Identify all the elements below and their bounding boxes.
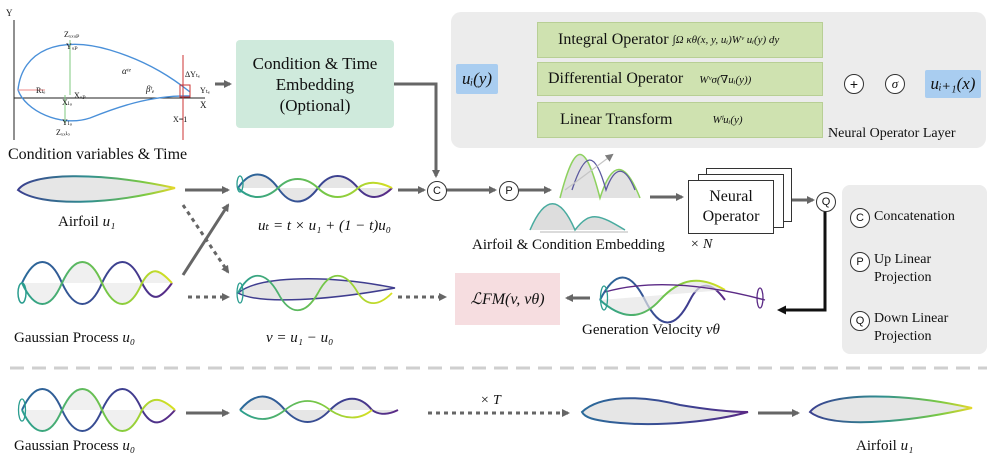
airfoil-u1-shape [16, 175, 176, 203]
up-projection-node-p: P [499, 181, 519, 201]
differential-operator-label: Differential Operator [548, 70, 684, 87]
embedding-line-2: Embedding [275, 74, 355, 94]
neural-operator-block: Neural Operator [688, 180, 774, 234]
sampling-airfoil-label: Airfoil u₁ [856, 438, 913, 455]
gaussian-process-u0-label: Gaussian Process u₀ [14, 330, 135, 347]
ut-interpolation-equation: uₜ = t × u₁ + (1 − t)u₀ [258, 218, 391, 234]
beta-te-label: βᵗₑ [146, 84, 155, 94]
linear-transform-formula: Wˡuᵢ(y) [712, 114, 743, 126]
y-up-label: Yᵤₚ [66, 42, 78, 51]
ut-interpolated-shape [236, 173, 393, 203]
condition-airfoil-sketch [13, 20, 205, 140]
operator-input-box: uᵢ(y) [456, 64, 498, 94]
gp-label-symbol: u₀ [122, 330, 136, 346]
x-up-label: Xᵤₚ [74, 91, 86, 100]
sampling-airfoil-text: Airfoil [856, 438, 897, 454]
gp-label-text: Gaussian Process [14, 330, 119, 346]
differential-operator-formula: Wᵛσ(∇uᵢ(y)) [699, 73, 752, 86]
sampling-gp-shape [17, 388, 176, 432]
neural-operator-layer-caption: Neural Operator Layer [828, 126, 956, 141]
sampling-airfoil-shape [808, 395, 973, 424]
neural-operator-line-1: Neural [709, 188, 753, 205]
r-le-label: Rₗₑ [36, 86, 46, 95]
embedding-caption: Airfoil & Condition Embedding [472, 237, 665, 253]
embedding-line-1: Condition & Time [252, 53, 378, 73]
x-axis-label: X [200, 100, 207, 110]
airfoil-label-symbol: u₁ [102, 214, 116, 230]
integral-operator-box: Integral Operator ∫Ω κθ(x, y, uᵢ)Wᵛ uᵢ(y… [537, 22, 823, 58]
legend-down-linear-2: Projection [874, 329, 932, 344]
x-lo-label: Xₗₒ [62, 98, 73, 107]
legend-q-icon: Q [850, 311, 870, 331]
legend-c-icon: C [850, 208, 870, 228]
gen-velocity-symbol: vθ [705, 322, 720, 338]
embedding-curves [529, 153, 641, 233]
sampling-mid-shape [239, 395, 399, 423]
integral-operator-formula: ∫Ω κθ(x, y, uᵢ)Wᵛ uᵢ(y) dy [672, 34, 780, 46]
sampling-gp-text: Gaussian Process [14, 438, 119, 454]
legend-up-linear-2: Projection [874, 270, 932, 285]
velocity-target-equation: v = u₁ − u₀ [266, 330, 334, 346]
airfoil-label-text: Airfoil [58, 214, 99, 230]
z-xxlo-label: Zₓₓₗₒ [56, 128, 70, 137]
times-t-label: × T [480, 393, 501, 408]
neural-operator-line-2: Operator [702, 208, 760, 225]
sum-node: + [844, 74, 864, 94]
v-velocity-shape [236, 275, 396, 311]
z-xxup-label: Zₓₓᵤₚ [64, 30, 80, 39]
legend-concatenation: Concatenation [874, 209, 955, 224]
y-lo-label: Yₗₒ [62, 118, 73, 127]
linear-transform-label: Linear Transform [560, 111, 673, 128]
condition-caption: Condition variables & Time [8, 146, 188, 163]
y-axis-label: Y [6, 8, 13, 18]
times-n-label: × N [690, 237, 713, 252]
alpha-te-label: αᵗᵉ [122, 66, 131, 76]
generation-velocity-label: Generation Velocity vθ [582, 322, 720, 339]
sigma-activation-node: σ [885, 74, 905, 94]
embedding-line-3: (Optional) [279, 95, 351, 115]
y-te-label: Yₜₑ [200, 86, 210, 95]
flow-matching-loss-box: ℒFM(v, vθ) [455, 273, 560, 325]
gen-velocity-text: Generation Velocity [582, 322, 703, 338]
delta-y-te-label: ΔYₜₑ [185, 70, 200, 79]
legend-up-linear-1: Up Linear [874, 252, 932, 267]
differential-operator-box: Differential Operator Wᵛσ(∇uᵢ(y)) [537, 62, 823, 96]
operator-output-box: uᵢ₊₁(x) [925, 70, 981, 98]
concat-node-c: C [427, 181, 447, 201]
airfoil-u1-label: Airfoil u₁ [58, 214, 115, 231]
condition-time-embedding-box: Condition & Time Embedding (Optional) [236, 40, 394, 128]
sampling-gp-symbol: u₀ [122, 438, 136, 454]
linear-transform-box: Linear Transform Wˡuᵢ(y) [537, 102, 823, 138]
integral-operator-label: Integral Operator [558, 31, 669, 48]
generation-velocity-shape [599, 276, 766, 324]
legend-p-icon: P [850, 252, 870, 272]
x-eq-1-label: X=1 [173, 115, 188, 124]
sampling-late-shape [580, 397, 749, 426]
sampling-airfoil-symbol: u₁ [900, 438, 914, 454]
gaussian-process-u0-shape [17, 261, 173, 305]
legend-down-linear-1: Down Linear [874, 311, 949, 326]
down-projection-node-q: Q [816, 192, 836, 212]
sampling-gp-label: Gaussian Process u₀ [14, 438, 135, 455]
